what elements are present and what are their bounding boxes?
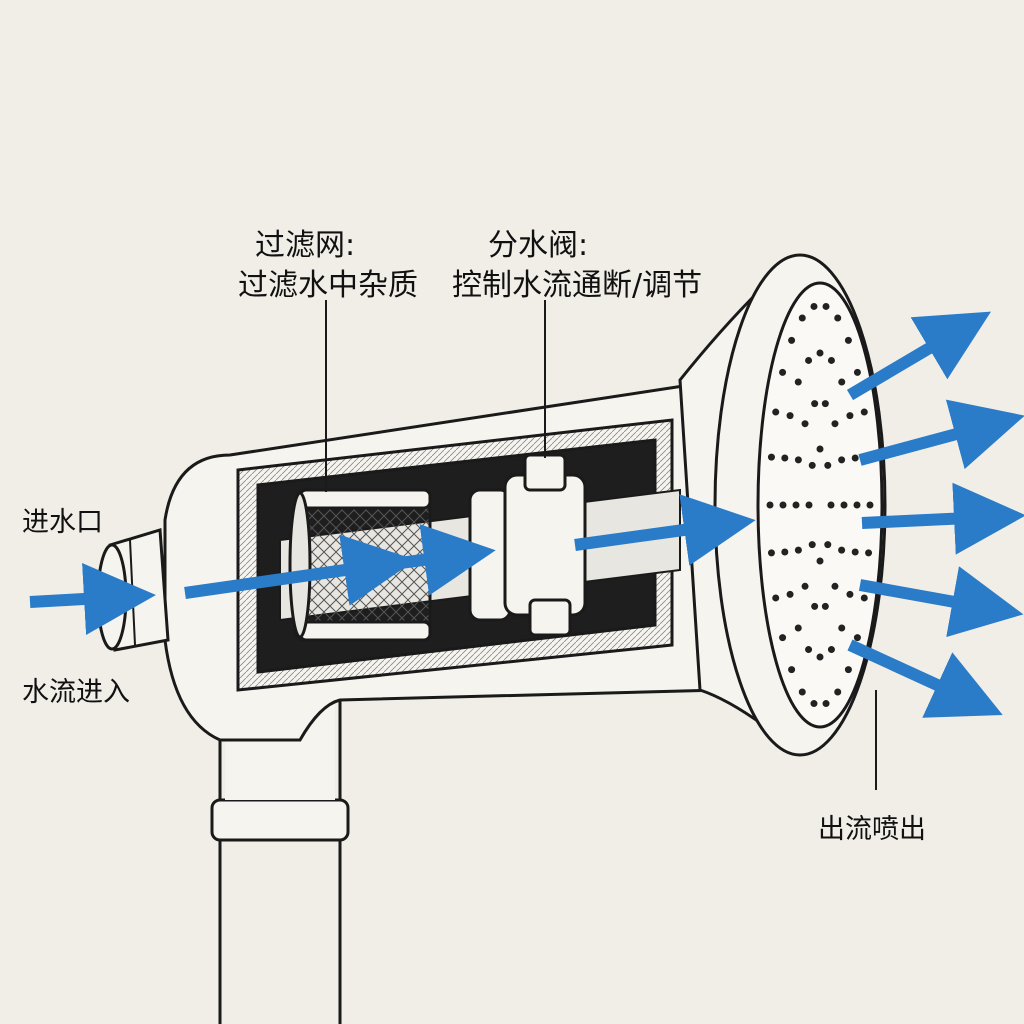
filter-description: 过滤水中杂质 <box>238 268 418 303</box>
spray-hole <box>801 420 809 428</box>
spray-hole <box>844 666 852 674</box>
spray-hole <box>822 700 830 708</box>
spray-hole <box>865 549 873 557</box>
spray-hole <box>866 501 874 509</box>
spray-hole <box>834 314 842 322</box>
spray-hole <box>824 541 832 549</box>
spray-hole <box>805 501 813 509</box>
spray-hole <box>781 454 789 462</box>
spray-hole <box>851 548 859 556</box>
inlet-connector <box>96 528 170 652</box>
spray-hole <box>772 594 780 602</box>
spray-hole <box>816 653 824 661</box>
spray-hole <box>838 546 846 554</box>
valve-title: 分水阀: <box>488 228 589 263</box>
spray-hole <box>821 602 829 610</box>
spray-hole <box>840 501 848 509</box>
spray-hole <box>798 688 806 696</box>
spray-hole <box>779 368 787 376</box>
spray-hole <box>808 541 816 549</box>
spray-hole <box>811 602 819 610</box>
spray-hole <box>808 461 816 469</box>
spray-hole <box>834 688 842 696</box>
spray-hole <box>821 400 829 408</box>
spray-hole <box>767 549 775 557</box>
spray-hole <box>805 646 813 654</box>
spray-hole <box>838 378 846 386</box>
spray-hole <box>786 590 794 598</box>
spray-hole <box>798 314 806 322</box>
outflow-label: 出流喷出 <box>818 814 926 845</box>
spray-hole <box>860 408 868 416</box>
pipe-ring <box>210 798 350 842</box>
spray-hole <box>794 456 802 464</box>
water-flow-arrows <box>29 311 1024 718</box>
valve-description: 控制水流通断/调节 <box>452 268 703 303</box>
spray-hole <box>772 408 780 416</box>
spray-hole <box>794 546 802 554</box>
spray-hole <box>827 356 835 364</box>
spray-hole <box>786 412 794 420</box>
spray-hole <box>779 634 787 642</box>
filter-title: 过滤网: <box>255 228 356 263</box>
inlet-label: 进水口 <box>22 507 103 538</box>
spray-hole <box>851 454 859 462</box>
spray-hole <box>844 336 852 344</box>
spray-hole <box>827 501 835 509</box>
spray-hole <box>824 461 832 469</box>
spray-hole <box>838 624 846 632</box>
spray-hole <box>781 548 789 556</box>
spray-hole <box>838 456 846 464</box>
spray-hole <box>846 590 854 598</box>
spray-hole <box>831 582 839 590</box>
spray-hole <box>767 453 775 461</box>
spray-hole <box>811 400 819 408</box>
spray-hole <box>810 700 818 708</box>
spray-hole <box>805 356 813 364</box>
spray-hole <box>827 646 835 654</box>
spray-hole <box>810 302 818 310</box>
spray-hole <box>788 666 796 674</box>
spray-hole <box>831 420 839 428</box>
spray-hole <box>860 594 868 602</box>
spray-hole <box>766 501 774 509</box>
spray-hole <box>788 336 796 344</box>
spray-hole <box>816 557 824 565</box>
spray-hole <box>853 501 861 509</box>
spray-hole <box>794 378 802 386</box>
inflow-label: 水流进入 <box>22 677 130 708</box>
spray-hole <box>853 368 861 376</box>
spray-hole <box>816 445 824 453</box>
spray-hole <box>816 349 824 357</box>
spray-holes <box>766 302 874 708</box>
spray-hole <box>822 302 830 310</box>
spray-hole <box>794 624 802 632</box>
spray-hole <box>792 501 800 509</box>
spray-hole <box>846 412 854 420</box>
spray-hole <box>801 582 809 590</box>
down-pipe <box>218 700 342 1024</box>
spray-hole <box>779 501 787 509</box>
spray-hole <box>853 634 861 642</box>
